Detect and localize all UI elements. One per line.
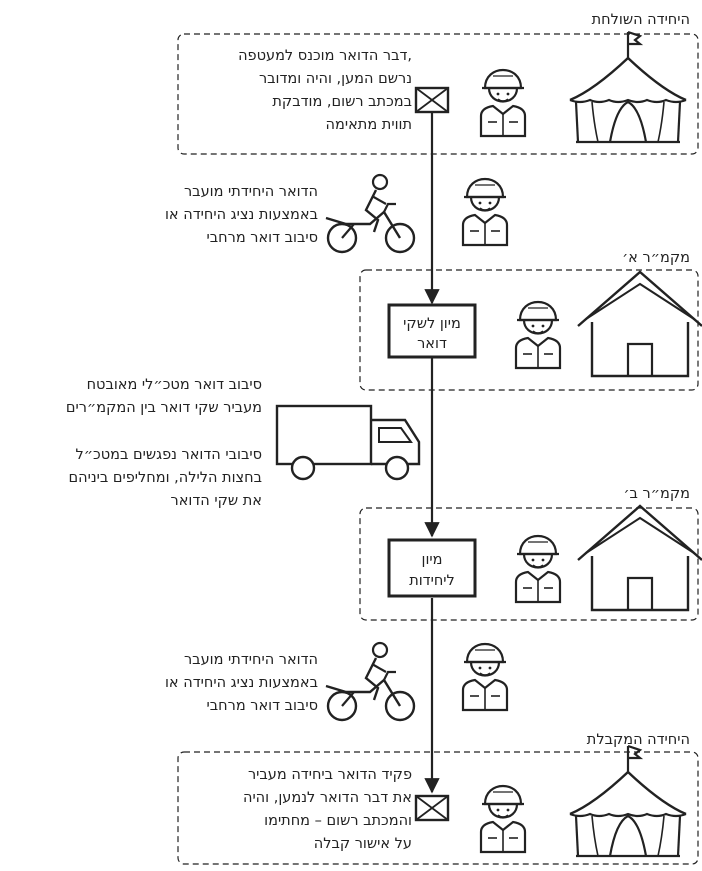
receiving-unit-text-line: והמכתב רשום – מחתימו	[264, 813, 412, 829]
receiving-unit-text-line: על אישור קבלה	[314, 836, 412, 852]
soldier-icon	[461, 177, 509, 247]
truck-text-line: את שקי הדואר	[171, 493, 262, 509]
sending-unit-text-line: תווית מתאימה	[326, 117, 412, 133]
soldier-icon	[514, 534, 562, 604]
receiving-unit-title: היחידה המקבלת	[587, 732, 690, 748]
envelope-icon	[414, 86, 450, 114]
courier-2-text-line: סיבוב דואר מרחבי	[207, 698, 318, 714]
sending-unit-text-line: נרשם המען, והיה ומדובר	[259, 71, 412, 87]
motorcycle-icon	[324, 641, 416, 722]
truck-text-line: סיבובי הדואר נפגשים במטכ״ל	[75, 447, 262, 463]
motorcycle-icon	[324, 173, 416, 254]
tent-icon	[568, 744, 688, 858]
sending-unit-title: היחידה השולחת	[592, 12, 690, 28]
receiving-unit-text-line: פקיד הדואר ביחידה מעביר	[248, 767, 412, 783]
truck-section: סיבוב דואר מטכ״לי מאובטח מעביר שקי דואר …	[66, 377, 421, 509]
courier-1-text-line: באמצעות נציג היחידה או	[165, 207, 318, 223]
sort-mailbags-line: מיון לשקי	[403, 316, 461, 332]
sort-to-units-line: מיון	[422, 552, 443, 568]
sending-unit-frame	[177, 33, 699, 155]
truck-text-line: מעביר שקי דואר בין המקמ״רים	[66, 400, 262, 416]
sending-unit-text-line: דבר הדואר מוכנס למעטפה,	[238, 48, 412, 64]
receiving-unit-section: היחידה המקבלת פקיד הדואר ביחידה מעביר את…	[177, 732, 699, 865]
courier-2-text-line: הדואר היחידתי מועבר	[184, 652, 318, 668]
courier-1-text-line: הדואר היחידתי מועבר	[184, 184, 318, 200]
sort-mailbags-line: דואר	[417, 336, 447, 352]
camp-a-frame	[359, 269, 699, 391]
courier-section-2: הדואר היחידתי מועבר באמצעות נציג היחידה …	[165, 641, 509, 722]
sending-unit-text-line: במכתב רשום, מודבקת	[272, 94, 412, 110]
soldier-icon	[461, 642, 509, 712]
truck-text-line: בחצות הלילה, ומחליפים ביניהם	[69, 470, 263, 486]
courier-1-text-line: סיבוב דואר מרחבי	[207, 230, 318, 246]
sort-mailbags-box	[387, 303, 477, 359]
sending-unit-section: היחידה השולחת דבר הדואר מוכנס למעטפה, נר…	[177, 12, 699, 155]
house-icon	[576, 270, 702, 378]
camp-b-frame	[359, 507, 699, 621]
receiving-unit-text-line: את דבר הדואר לנמען, והיה	[243, 790, 412, 806]
courier-2-text-line: באמצעות נציג היחידה או	[165, 675, 318, 691]
tent-icon	[568, 30, 688, 144]
soldier-icon	[514, 300, 562, 370]
camp-a-title: מקמ״ר א׳	[622, 250, 690, 266]
camp-b-section: מקמ״ר ב׳ מיון ליחידות	[359, 486, 702, 621]
receiving-unit-frame	[177, 751, 699, 865]
sort-to-units-line: ליחידות	[409, 573, 455, 589]
house-icon	[576, 504, 702, 612]
camp-a-section: מקמ״ר א׳ מיון לשקי דואר	[359, 250, 702, 391]
truck-icon	[275, 404, 421, 481]
soldier-icon	[479, 784, 527, 854]
camp-b-title: מקמ״ר ב׳	[623, 486, 690, 502]
courier-section-1: הדואר היחידתי מועבר באמצעות נציג היחידה …	[165, 173, 509, 254]
soldier-icon	[479, 68, 527, 138]
truck-text-line: סיבוב דואר מטכ״לי מאובטח	[87, 377, 262, 393]
sort-to-units-box	[387, 538, 477, 598]
envelope-icon	[414, 794, 450, 822]
